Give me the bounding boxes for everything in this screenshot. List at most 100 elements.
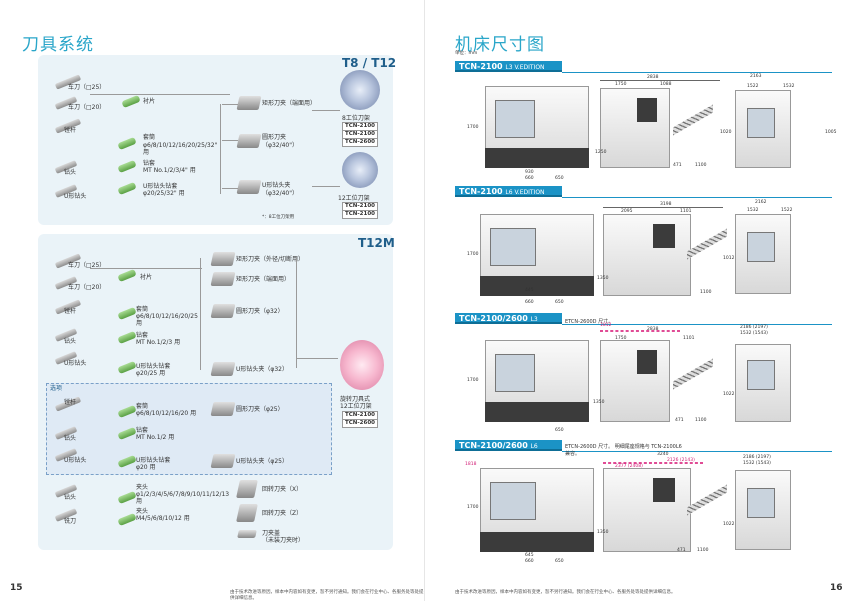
section-1-dim-l: 1100 [695,163,707,168]
turret-8-label: 8工位刀架 [342,115,370,122]
connector-line [312,110,340,111]
option-boring-bar-label: 镗杆 [64,399,77,406]
section-2-side-window [747,232,775,262]
live-turret-model-2: TCN-2600 [342,419,378,428]
turret-12-station-image [342,152,378,188]
section-4-dim-d: 2186 (2197) [743,455,771,460]
live-holder-x-label: 回转刀夹（X） [262,486,303,493]
section-3-dim-g: 1700 [467,378,479,383]
section-4-dim-n: 650 [555,559,564,564]
sleeve-label: 套筒 [143,134,156,141]
section-1-dim-c: 1088 [660,82,672,87]
u-drill-label: U形钻头 [64,193,87,200]
section-1-panel [637,98,657,122]
section-2-dim-d: 2162 [755,200,767,205]
left-page: 刀具系统 T8 / T12 车刀（□25） 车刀（□20） 镗杆 钻头 U形钻头… [10,35,424,601]
section-3-dim-e: 1532 (1543) [740,331,768,336]
round-holder-label: 圆形刀夹 [262,134,287,141]
turret-8-model-3: TCN-2600 [342,138,378,147]
option-u-drill-sleeve-sizes: φ20 用 [136,464,156,471]
boring-bar-label: 镗杆 [64,127,77,134]
rect-holder-face-image [236,96,262,110]
section-2-model: TCN-2100 [459,187,503,196]
holder-cover-note: （未装刀夹时） [262,537,305,544]
right-page: 机床尺寸图 单位：mm TCN-2100 L3 V.EDITION 2838 1… [425,0,850,601]
page-title-tooling: 刀具系统 [22,35,94,55]
section-3-note: ETCN-2600D 尺寸。 [565,319,614,325]
section-1-dim-h: 1250 [595,150,607,155]
t12m-rect-holder-od-label: 矩形刀夹（外径/切断用） [236,256,305,263]
section-4-main-body [603,468,691,552]
section-2-chip-conveyor [687,228,727,260]
section-2-panel [653,224,675,248]
section-1-rule [562,72,832,73]
section-1-dim-d: 2163 [750,74,762,79]
section-3-main-body [600,340,670,422]
drill-sleeve-sizes: MT No.1/2/3/4" 用 [143,167,196,174]
section-3-rule [562,324,832,325]
live-turret-label-1: 旋转刀具式 [340,396,371,403]
section-1-dim-a: 2838 [647,75,659,80]
section-3-dim-a: 2838 [647,327,659,332]
option-box [46,383,332,475]
live-holder-z-label: 回转刀夹（Z） [262,510,303,517]
page-title-dimensions: 机床尺寸图 [455,35,545,55]
t12m-u-drill-holder-label: U形钻头夹（φ32） [236,366,288,373]
t12m-sleeve-label: 套筒 [136,306,149,313]
section-2-dim-b: 2095 [621,209,633,214]
section-3-dim-k: 1100 [695,418,707,423]
option-drill-sleeve-sizes: MT No.1/2 用 [136,434,175,441]
section-3-dim-h: 1350 [593,400,605,405]
section-4-door-window [490,482,536,520]
section-4-dim-c: 2126 (2143) [667,458,695,463]
connector-line [312,186,340,187]
sleeve-sizes: φ6/8/10/12/16/20/25/32" 用 [143,142,218,156]
section-1-side-view [735,90,791,168]
t12m-title: T12M [358,236,395,250]
section-2-base [480,276,594,296]
section-2-dim-a: 3198 [660,202,672,207]
drill-sleeve-label: 钻套 [143,160,156,167]
section-2-dim-g: 1700 [467,252,479,257]
section-1-dim-m: 930 [525,170,534,175]
u-drill-holder-sizes: （φ32/40"） [262,190,299,197]
round-holder-sizes: （φ32/40"） [262,142,299,149]
u-drill-sleeve-label: U形钻头钻套 [143,183,178,190]
t12m-drill-sleeve-label: 钻套 [136,332,149,339]
option-u-drill-holder-label: U形钻头夹（φ25） [236,458,288,465]
left-page-number: 15 [10,583,23,593]
unit-note: 单位：mm [455,51,478,56]
section-2-dim-i: 1012 [723,256,735,261]
section-4-dim-a: 3240 [657,452,669,457]
section-1-dim-i: 1020 [720,130,732,135]
section-4-sub: L6 [530,443,538,450]
dim-line [603,207,723,208]
t12m-shim-label: 衬片 [140,274,153,281]
section-3-model: TCN-2100/2600 [459,314,528,323]
section-1-model: TCN-2100 [459,62,503,71]
section-2-dim-e: 1532 [747,208,759,213]
rect-holder-face-label: 矩形刀夹（端面用） [262,100,317,107]
connector-line [222,104,238,105]
t8-t12-title: T8 / T12 [342,56,397,70]
round-holder-image [210,402,236,416]
u-drill-holder-image [210,362,236,376]
section-4-panel [653,478,675,502]
option-label: 选项 [50,385,63,392]
section-4-note: ETCN-2600D 尺寸。 明细尾座规格与 TCN-2100L6 兼容。 [565,444,682,457]
tap-collet-sizes: M4/5/6/8/10/12 用 [136,515,190,522]
dim-line [600,80,720,81]
live-holder-z-image [236,504,258,522]
connector-line [296,258,297,368]
t12m-rect-holder-face-label: 矩形刀夹（端面用） [236,276,291,283]
section-1-side-window [747,108,775,138]
section-4-dim-j: 645 [525,553,534,558]
u-drill-holder-label: U形钻头夹 [262,182,291,189]
live-turret-label-2: 12工位刀架 [340,403,372,410]
connector-line [222,188,238,189]
section-2-door-window [490,228,536,266]
option-round-holder-label: 圆形刀夹（φ25） [236,406,284,413]
live-drill-label: 钻头 [64,494,77,501]
t12m-turning-tool-20-label: 车刀（□20） [68,284,106,291]
u-drill-holder-image [236,180,262,194]
